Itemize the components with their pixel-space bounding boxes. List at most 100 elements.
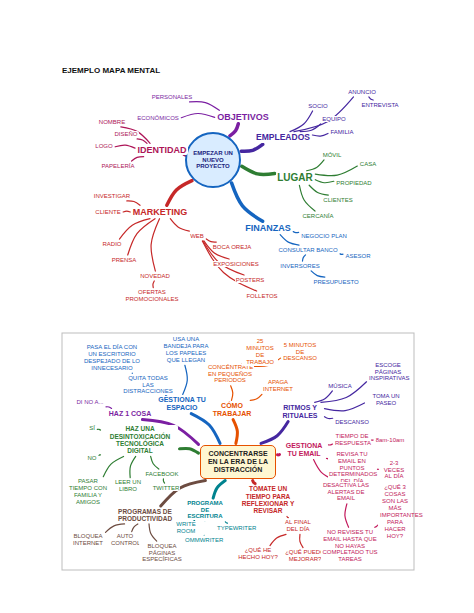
branch-line (123, 211, 130, 213)
branch-line (137, 139, 147, 143)
sub-branch-label: LOGO (94, 143, 113, 150)
branch-line (241, 144, 263, 151)
sub-branch-label: BOCA OREJA (212, 244, 252, 251)
node-text: CASA (360, 161, 376, 168)
node-text: EMPEZAR UN NUEVO PROYECTO (192, 150, 234, 171)
sub-branch-label: NEGOCIO PLAN (300, 233, 348, 240)
branch-line (225, 522, 227, 523)
branch-line (181, 114, 214, 118)
node-text: ECONÓMICOS (137, 115, 179, 122)
sub-branch-label: AUTO CONTROL (110, 533, 140, 547)
branch-line (312, 133, 328, 136)
sub-branch-label: POSTERS (235, 277, 266, 284)
node-text: ANUNCIO (348, 89, 376, 96)
sub-branch-label: RADIO (101, 241, 122, 248)
branch-line (250, 394, 262, 400)
sub-branch-label: TOMA UN PASEO (366, 393, 406, 407)
node-text: FACEBOOK (145, 471, 178, 478)
central-box: CONCENTRARSE EN LA ERA DE LA DISTRACCIÓN (200, 445, 276, 479)
node-text: CLIENTE (95, 209, 120, 216)
node-text: EMPLEADOS (256, 133, 310, 143)
branch-line (270, 534, 286, 545)
branch-line (153, 281, 154, 288)
node-text: NEGOCIO PLAN (301, 233, 347, 240)
node-text: FOLLETOS (246, 293, 277, 300)
node-text: LUGAR (277, 172, 313, 184)
branch-line (378, 469, 379, 470)
node-text: BLOQUEA INTERNET (73, 533, 103, 547)
node-text: PROGRAMAS DE PRODUCTIVIDAD (115, 508, 175, 523)
sub-branch-label: BLOQUEA PÁGINAS ESPECÍFICAS (139, 543, 185, 564)
node-text: MÚSICA (328, 383, 351, 390)
branch-line (321, 382, 367, 403)
sub-branch-label: LEER UN LIBRO (113, 479, 143, 493)
node-text: TWITTER (153, 485, 180, 492)
sub-branch-label: CERCANÍA (301, 213, 334, 220)
branch-line (190, 102, 220, 111)
node-text: POSTERS (236, 277, 265, 284)
sub-branch-label: OMMWRITER (184, 537, 224, 544)
node-text: CERCANÍA (302, 213, 333, 220)
node-text: OFERTAS PROMOCIONALES (113, 289, 191, 303)
sub-branch-label: FACEBOOK (144, 471, 179, 478)
node-text: CONCENTRARSE EN LA ERA DE LA DISTRACCIÓN (205, 450, 271, 474)
branch-line (130, 456, 136, 477)
sub-branch-label: DI NO A... (75, 399, 104, 406)
branch-label: GESTIONA TU ESPACIO (157, 396, 207, 412)
branch-label: TÓMATE UN TIEMPO PARA REFLEXIONAR Y REVI… (237, 485, 299, 515)
node-text: MARKETING (133, 207, 188, 217)
sub-branch-label: FAMILIA (329, 129, 354, 136)
node-text: NOMBRE (99, 119, 125, 126)
branch-line (132, 157, 144, 161)
sub-branch-label: NOMBRE (98, 119, 126, 126)
branch-label: MARKETING (132, 207, 189, 217)
node-text: WRITE ROOM (167, 521, 205, 535)
node-text: 8am-10am (376, 437, 405, 444)
node-text: LOGO (95, 143, 112, 150)
branch-label: OBJETIVOS (216, 112, 270, 122)
node-text: PASAR TIEMPO CON FAMILIA Y AMIGOS (68, 478, 108, 506)
branch-line (151, 456, 159, 469)
node-text: DESACTIVA LAS ALERTAS DE EMAIL (321, 482, 371, 503)
sub-branch-label: CLIENTES (322, 197, 353, 204)
sub-branch-label: ASESOR (344, 253, 371, 260)
sub-branch-label: REVISA TU EMAIL EN PUNTOS DETERMINADOS D… (328, 451, 376, 485)
branch-line (315, 391, 333, 403)
node-text: MÓVIL (323, 152, 342, 159)
sub-branch-label: ESCOGE PÁGINAS INSPIRATIVAS (368, 362, 408, 383)
node-text: INVERSORES (280, 263, 319, 270)
sub-branch-label: 5 MINUTOS DE DESCANSO (282, 342, 318, 363)
branch-line (149, 524, 157, 541)
sub-branch-label: FOLLETOS (245, 293, 278, 300)
sub-branch-label: SÍ (88, 425, 96, 432)
sub-branch-label: ¿QUÉ HE HECHO HOY? (236, 547, 280, 561)
branch-line (127, 201, 140, 205)
branch-line (230, 124, 238, 136)
node-text: PROGRAMA DE ESCRITURA (183, 500, 227, 521)
branch-line (231, 386, 233, 401)
node-text: OBJETIVOS (217, 112, 269, 122)
sub-branch-label: PASAR TIEMPO CON FAMILIA Y AMIGOS (67, 478, 109, 506)
node-text: EXPOSICIONES (213, 261, 258, 268)
sub-branch-label: TYPEWRITER (216, 525, 256, 532)
node-text: AL FINAL DEL DÍA (281, 519, 315, 533)
sub-branch-label: ANUNCIO (347, 89, 377, 96)
branch-line (293, 232, 298, 233)
sub-branch-label: BLOQUEA INTERNET (72, 533, 104, 547)
sub-branch-label: EXPOSICIONES (212, 261, 259, 268)
node-text: 5 MINUTOS DE DESCANSO (283, 342, 317, 363)
sub-branch-label: TIEMPO DE RESPUESTA (334, 433, 370, 447)
branch-line (372, 439, 374, 440)
node-text: ENTREVISTA (361, 102, 398, 109)
sub-branch-label: SOCIO (307, 103, 328, 110)
central-circle: EMPEZAR UN NUEVO PROYECTO (185, 132, 241, 188)
branch-line (132, 373, 133, 374)
node-text: CONCÉNTRATE EN PEQUEÑOS PERIODOS (208, 364, 252, 385)
sub-branch-label: INVESTIGAR (93, 193, 131, 200)
node-text: PAPELERÍA (102, 163, 135, 170)
sub-branch-label: INVERSORES (279, 263, 320, 270)
node-text: DI NO A... (76, 399, 103, 406)
branch-line (99, 454, 101, 456)
node-text: FINANZAS (245, 223, 291, 233)
